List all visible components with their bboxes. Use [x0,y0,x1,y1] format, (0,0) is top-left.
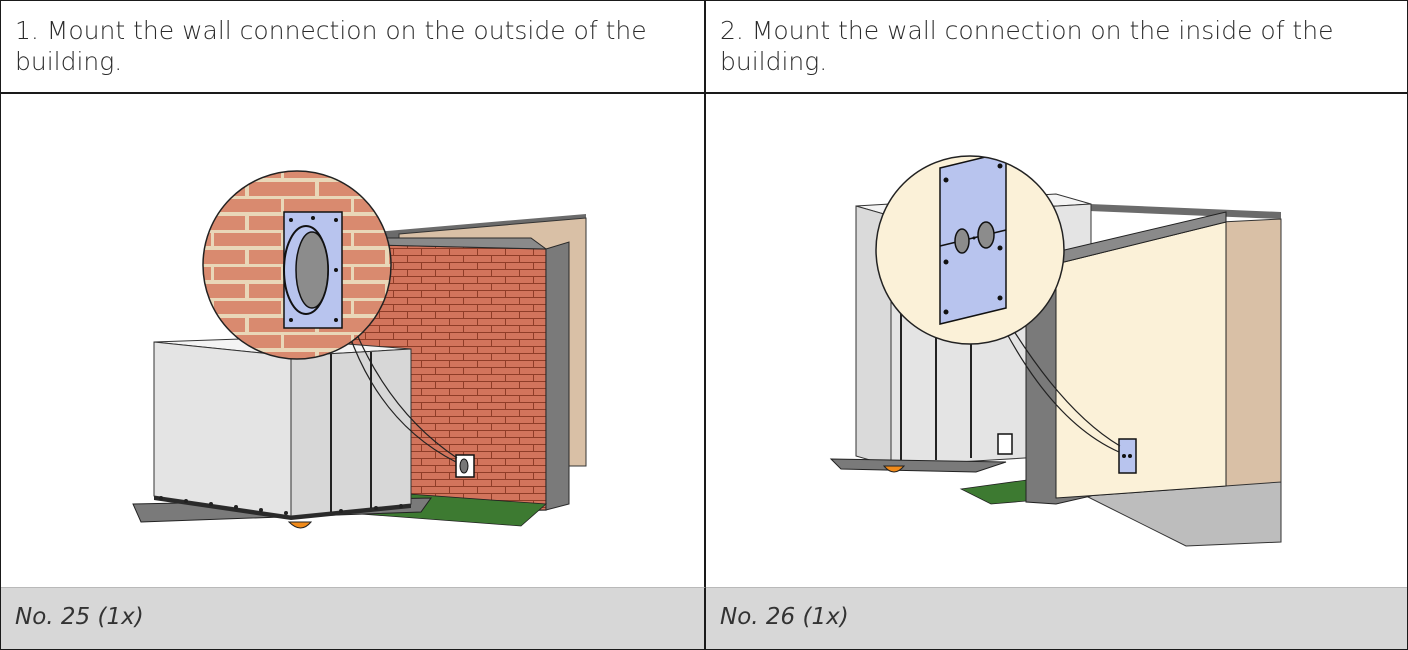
step-1-part-number: No. 25 (1x) [1,588,704,630]
step-1-text: 1. Mount the wall connection on the outs… [1,1,704,77]
step-1-illustration [1,94,706,588]
outside-wall-connection-image [1,94,704,588]
step-2-illustration [706,94,1407,588]
step-2-text: 2. Mount the wall connection on the insi… [706,1,1407,77]
step-1-header: 1. Mount the wall connection on the outs… [1,1,706,94]
step-1-part-row: No. 25 (1x) [1,588,706,649]
step-2-header: 2. Mount the wall connection on the insi… [706,1,1407,94]
step-2-part-number: No. 26 (1x) [706,588,1407,630]
inside-wall-connection-image [706,94,1407,588]
step-2-part-row: No. 26 (1x) [706,588,1407,649]
